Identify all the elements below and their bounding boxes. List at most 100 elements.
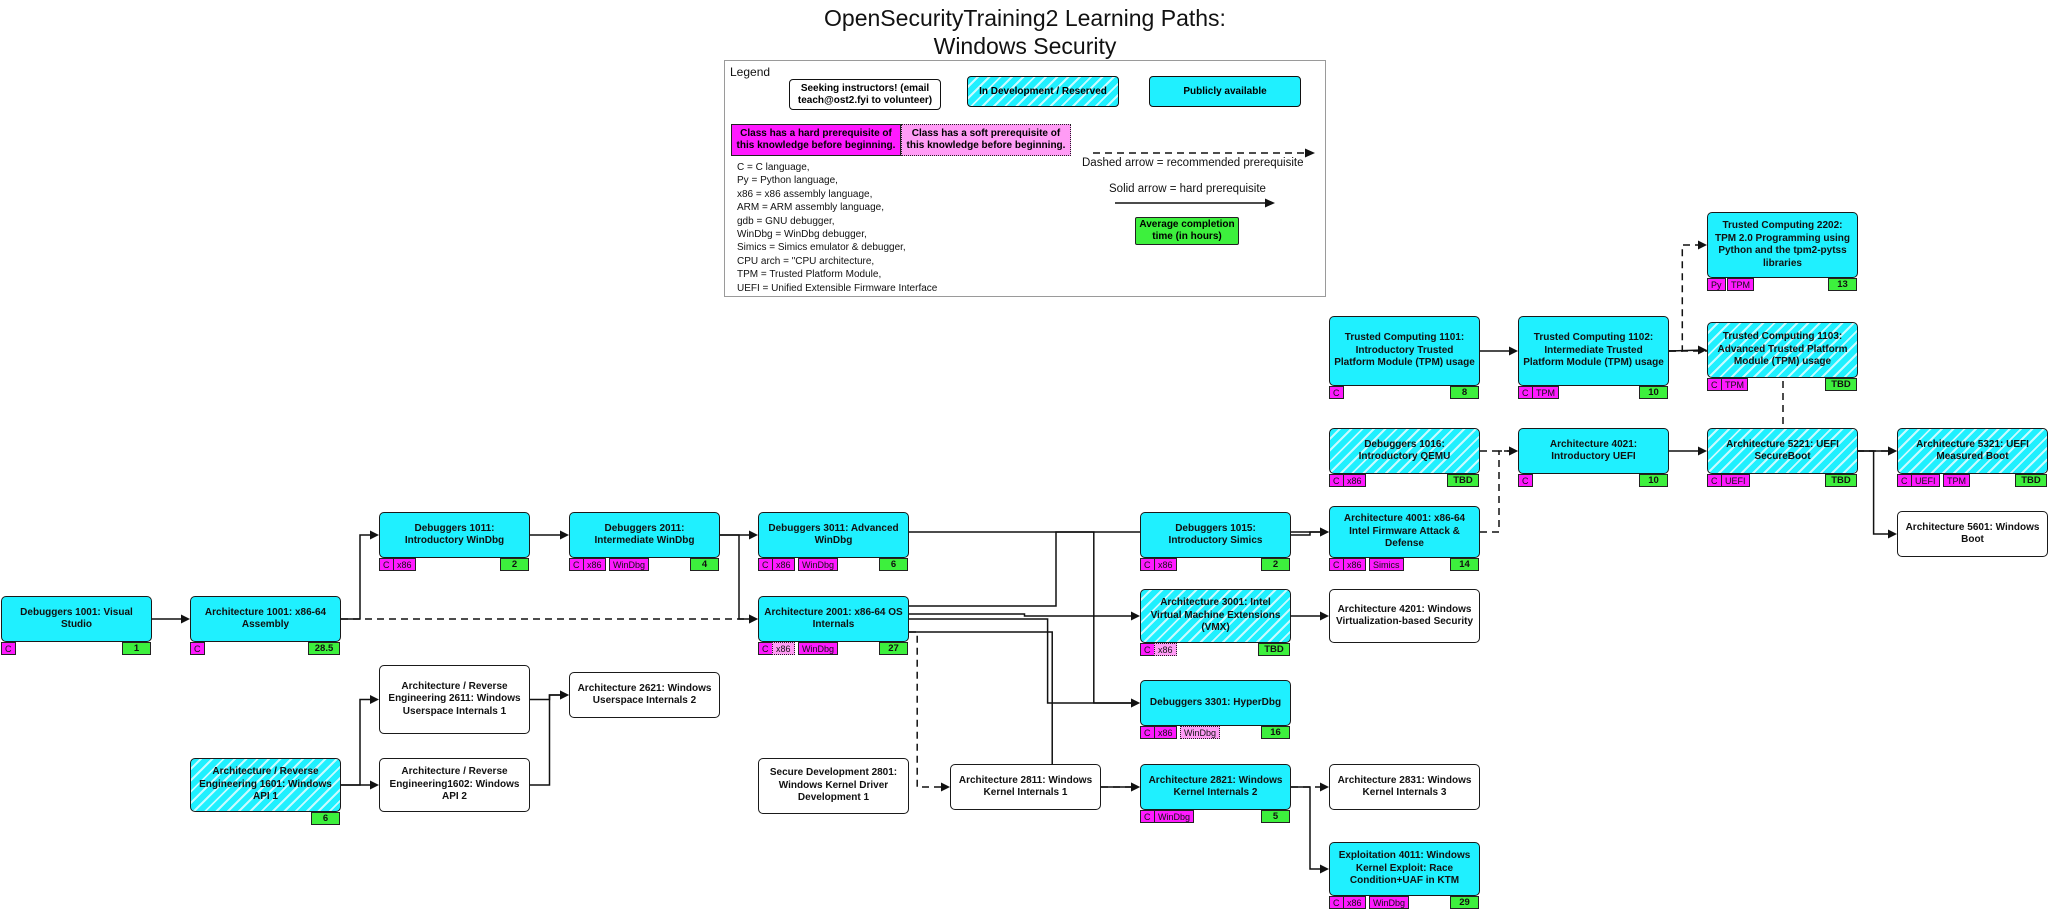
- title-line-1: OpenSecurityTraining2 Learning Paths:: [824, 5, 1226, 31]
- hours-badge: 1: [122, 642, 151, 655]
- prereq-tag-c: C: [1518, 474, 1533, 487]
- course-node-arch4001: Architecture 4001: x86-64 Intel Firmware…: [1329, 506, 1480, 558]
- course-title: Debuggers 1016: Introductory QEMU: [1358, 438, 1451, 463]
- arrowhead-arch5221-arch5321: [1888, 446, 1897, 456]
- legend-dashed-arrowhead: [1305, 148, 1315, 158]
- prereq-tag-x86: x86: [393, 558, 416, 571]
- arrowhead-arch1001-dbg1011: [370, 530, 379, 540]
- course-node-are2611: Architecture / Reverse Engineering 2611:…: [379, 665, 530, 734]
- course-title: Architecture 2621: Windows Userspace Int…: [577, 682, 712, 707]
- arrow-dbg1015-arch4001: [1291, 531, 1327, 536]
- prereq-tag-x86: x86: [1154, 643, 1177, 656]
- hours-badge: 2: [1261, 558, 1290, 571]
- course-node-arch2621: Architecture 2621: Windows Userspace Int…: [569, 672, 720, 718]
- arrow-arch2001-arch2811: [909, 631, 948, 788]
- course-title: Secure Development 2801: Windows Kernel …: [769, 767, 898, 804]
- legend-arrows: [1093, 148, 1315, 208]
- abbr-simics: Simics = Simics emulator & debugger,: [737, 242, 906, 254]
- course-node-tc1101: Trusted Computing 1101: Introductory Tru…: [1329, 316, 1480, 386]
- prereq-tag-x86: x86: [772, 642, 795, 655]
- abbr-py: Py = Python language,: [737, 175, 838, 187]
- course-title: Architecture 4001: x86-64 Intel Firmware…: [1343, 513, 1466, 550]
- hours-badge: 10: [1639, 474, 1668, 487]
- course-title: Architecture 5221: UEFI SecureBoot: [1726, 438, 1839, 463]
- prereq-tag-c: C: [1140, 726, 1155, 739]
- course-node-dbg1011: Debuggers 1011: Introductory WinDbg: [379, 512, 530, 558]
- prereq-tag-c: C: [1329, 386, 1344, 399]
- course-node-dbg3301: Debuggers 3301: HyperDbg: [1140, 680, 1291, 726]
- prereq-tag-tpm: TPM: [1943, 474, 1970, 487]
- prereq-tag-c: C: [1, 642, 16, 655]
- arrowhead-tc1101-tc1102: [1509, 346, 1518, 356]
- hours-badge: 28.5: [308, 642, 340, 655]
- prereq-tag-x86: x86: [1154, 558, 1177, 571]
- abbr-cpu-arch: CPU arch = "CPU architecture,: [737, 255, 875, 267]
- page-title: OpenSecurityTraining2 Learning Paths: Wi…: [780, 4, 1270, 60]
- prereq-tag-tpm: TPM: [1532, 386, 1559, 399]
- hours-badge: 10: [1639, 386, 1668, 399]
- abbr-uefi: UEFI = Unified Extensible Firmware Inter…: [737, 282, 938, 294]
- arrow-arch2001-arch3001: [909, 613, 1138, 617]
- course-node-dbg3011: Debuggers 3011: Advanced WinDbg: [758, 512, 909, 558]
- arrow-arch5221-arch5601: [1858, 450, 1895, 535]
- hours-badge: TBD: [1447, 474, 1479, 487]
- prereq-tag-windbg: WinDbg: [1154, 810, 1195, 823]
- course-title: Architecture 1001: x86-64 Assembly: [204, 606, 327, 631]
- course-node-dbg1001: Debuggers 1001: Visual Studio: [1, 596, 152, 642]
- hours-badge: 5: [1261, 810, 1290, 823]
- hours-badge: 2: [500, 558, 529, 571]
- course-title: Debuggers 1011: Introductory WinDbg: [404, 522, 505, 547]
- course-title: Architecture 2001: x86-64 OS Internals: [764, 606, 903, 631]
- prereq-tag-windbg: WinDbg: [1369, 896, 1410, 909]
- prereq-tag-x86: x86: [772, 558, 795, 571]
- arrowhead-are1602-arch2621: [560, 690, 569, 700]
- course-node-arch5321: Architecture 5321: UEFI Measured Boot: [1897, 428, 2048, 474]
- prereq-tag-tpm: TPM: [1721, 378, 1748, 391]
- course-node-arch2811: Architecture 2811: Windows Kernel Intern…: [950, 764, 1101, 810]
- legend-abbreviations: C = C language, Py = Python language, x8…: [737, 161, 937, 295]
- course-node-arch3001: Architecture 3001: Intel Virtual Machine…: [1140, 589, 1291, 643]
- course-title: Trusted Computing 2202: TPM 2.0 Programm…: [1714, 220, 1851, 269]
- arrowhead-dbg2011-arch2001: [749, 614, 758, 624]
- arrowhead-dbg1011-dbg2011: [560, 530, 569, 540]
- legend-avg-time-box: Average completion time (in hours): [1135, 217, 1239, 245]
- legend-hard-prereq-box: Class has a hard prerequisite of this kn…: [731, 124, 901, 156]
- legend-publicly-available-box: Publicly available: [1149, 76, 1301, 107]
- abbr-windbg: WinDbg = WinDbg debugger,: [737, 229, 867, 241]
- course-node-arch4021: Architecture 4021: Introductory UEFI: [1518, 428, 1669, 474]
- course-title: Architecture 5601: Windows Boot: [1905, 521, 2040, 546]
- course-node-sd2801: Secure Development 2801: Windows Kernel …: [758, 758, 909, 814]
- course-title: Architecture 5321: UEFI Measured Boot: [1916, 438, 2029, 463]
- hours-badge: TBD: [1825, 474, 1857, 487]
- abbr-gdb: gdb = GNU debugger,: [737, 215, 835, 227]
- arrowhead-arch2821-expl4011: [1320, 864, 1329, 874]
- arrowhead-arch3001-arch4201: [1320, 611, 1329, 621]
- prereq-tag-c: C: [1140, 810, 1155, 823]
- hours-badge: 29: [1450, 896, 1479, 909]
- title-line-2: Windows Security: [933, 33, 1117, 59]
- prereq-tag-windbg: WinDbg: [609, 558, 650, 571]
- course-node-are1602: Architecture / Reverse Engineering1602: …: [379, 758, 530, 812]
- prereq-tag-c: C: [1329, 474, 1344, 487]
- course-node-arch2831: Architecture 2831: Windows Kernel Intern…: [1329, 764, 1480, 810]
- prereq-tag-c: C: [758, 642, 773, 655]
- course-node-arch2821: Architecture 2821: Windows Kernel Intern…: [1140, 764, 1291, 810]
- prereq-tag-c: C: [1140, 558, 1155, 571]
- arrowhead-dbg1016-arch4021: [1509, 446, 1518, 456]
- hours-badge: 6: [879, 558, 908, 571]
- course-title: Architecture 2811: Windows Kernel Intern…: [958, 774, 1093, 799]
- abbr-c: C = C language,: [737, 162, 810, 173]
- course-node-dbg1015: Debuggers 1015: Introductory Simics: [1140, 512, 1291, 558]
- hours-badge: 8: [1450, 386, 1479, 399]
- course-title: Trusted Computing 1101: Introductory Tru…: [1334, 332, 1475, 369]
- prereq-tag-tpm: TPM: [1727, 278, 1754, 291]
- prereq-tag-windbg: WinDbg: [798, 558, 839, 571]
- course-title: Debuggers 2011: Intermediate WinDbg: [594, 522, 695, 547]
- prereq-tag-c: C: [1518, 386, 1533, 399]
- course-title: Architecture / Reverse Engineering1602: …: [389, 766, 520, 803]
- arrow-arch2001-dbg3301: [909, 618, 1138, 704]
- prereq-tag-c: C: [1707, 474, 1722, 487]
- hours-badge: TBD: [1258, 643, 1290, 656]
- arrowhead-dbg2011-dbg3011: [749, 530, 758, 540]
- abbr-arm: ARM = ARM assembly language,: [737, 202, 885, 214]
